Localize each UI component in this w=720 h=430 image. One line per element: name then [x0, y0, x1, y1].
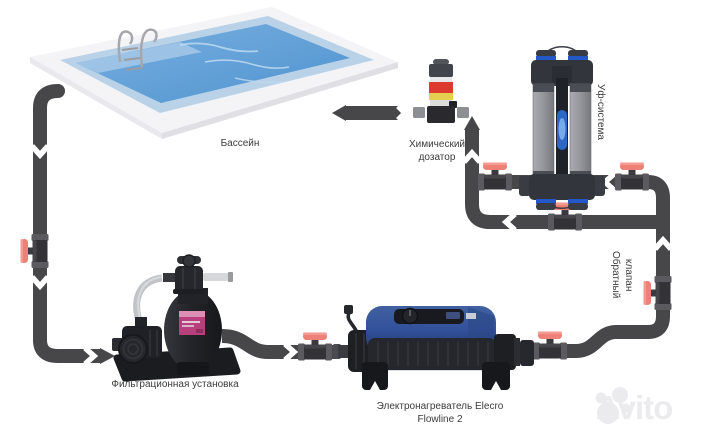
- flow-arrow-icon: [100, 348, 115, 364]
- chemical-doser-label-line2: дозатор: [418, 151, 456, 163]
- pool-label: Бассейн: [220, 138, 260, 149]
- valve-icon-uv-right: [615, 162, 649, 191]
- pool-illustration: [30, 7, 398, 139]
- chemical-doser-label-line1: Химический: [408, 139, 466, 150]
- check-valve-label-line2: клапан: [623, 258, 634, 292]
- pool-ladder-icon: [117, 28, 158, 71]
- pipe-filter-to-heater: [221, 329, 338, 359]
- flow-arrow-icon: [332, 105, 346, 121]
- flow-chevron-icon: [283, 341, 299, 363]
- flow-chevron-icon: [461, 148, 483, 164]
- heater-label-line1: Электронагреватель Elecro: [376, 401, 504, 412]
- flow-chevron-icon: [396, 104, 409, 122]
- filter-unit-label: Фильтрационная установка: [111, 379, 239, 390]
- avito-watermark: Avito: [594, 386, 720, 430]
- valve-icon-filter-out: [298, 332, 332, 361]
- uv-system-illustration: [519, 45, 605, 210]
- chemical-doser-label: Химический дозатор: [392, 139, 482, 164]
- pipe-heater-to-uv: [472, 175, 670, 358]
- heater-label: Электронагреватель Elecro Flowline 2: [360, 401, 520, 426]
- check-valve-label: Обратный клапан: [609, 248, 635, 302]
- valve-icon-uv-left: [478, 162, 512, 191]
- pipe-pool-to-filter: [33, 84, 107, 363]
- flow-chevron-icon: [83, 345, 99, 367]
- pipe-uv-bypass: [465, 130, 656, 229]
- flow-chevron-icon: [29, 144, 51, 160]
- check-valve-icon: [643, 276, 672, 310]
- filter-unit-illustration: [112, 254, 241, 382]
- flow-chevron-icon: [29, 275, 51, 291]
- avito-logo-icon: [595, 387, 631, 424]
- flow-chevron-icon: [501, 211, 517, 233]
- heater-illustration: [333, 305, 534, 390]
- heater-label-line2: Flowline 2: [417, 413, 463, 425]
- valve-icon-heater-out: [533, 331, 567, 360]
- valve-icon-pool-line: [20, 234, 49, 268]
- chemical-doser-illustration: [413, 59, 469, 123]
- check-valve-label-line1: Обратный: [610, 251, 621, 299]
- uv-system-label: Уф-система: [595, 84, 606, 140]
- flow-chevron-icon: [652, 235, 674, 251]
- flow-arrow-icon: [464, 116, 480, 130]
